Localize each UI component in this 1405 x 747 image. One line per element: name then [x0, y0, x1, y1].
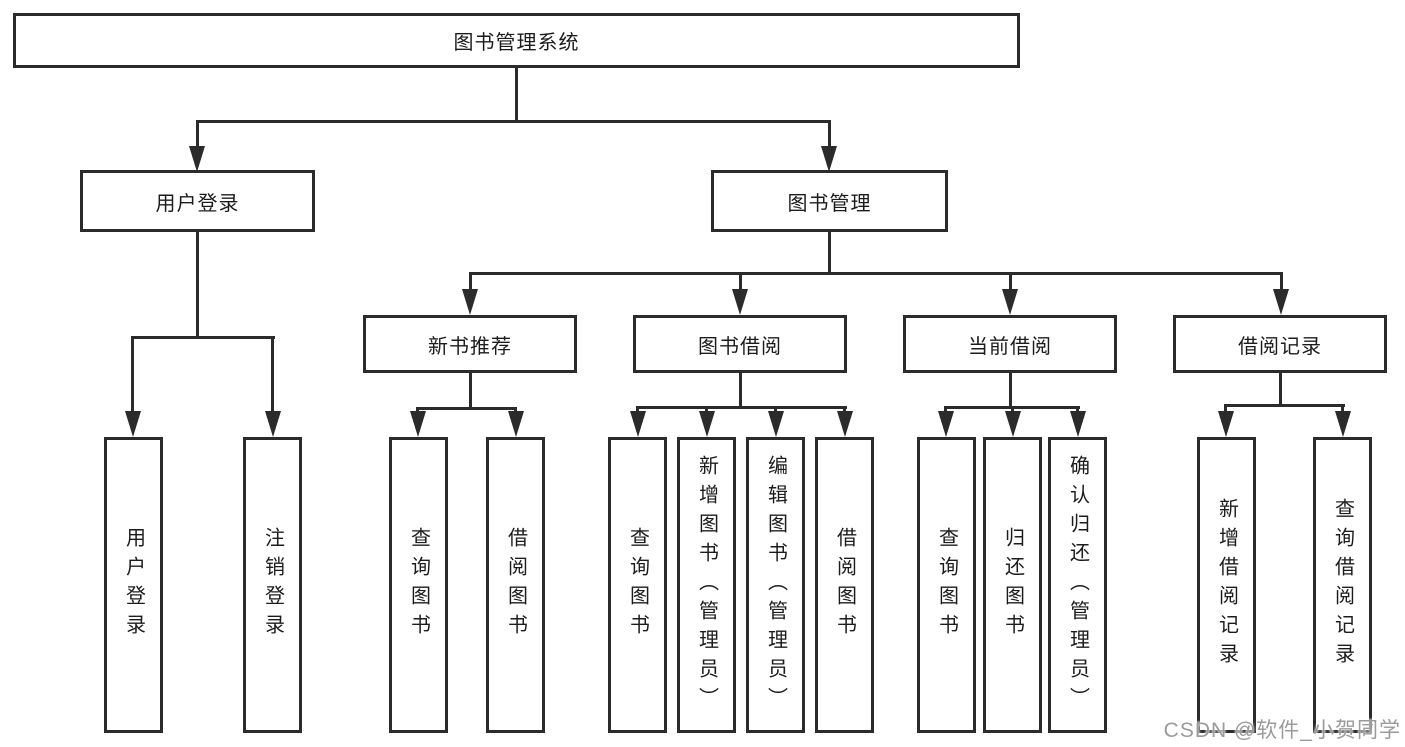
- node-user-login-group-label: 用户登录: [155, 192, 240, 215]
- node-query-borrow-record: 查询借阅记录: [1313, 437, 1372, 733]
- connector-to-user-login: [131, 336, 134, 414]
- connector-user-group-stem: [196, 232, 199, 338]
- node-new-book-recommend: 新书推荐: [363, 315, 577, 373]
- down-arrowhead-icon: [508, 411, 524, 437]
- node-query-books-newbooks-label: 查询图书: [407, 527, 430, 643]
- down-arrowhead-icon: [768, 411, 784, 437]
- watermark: CSDN @软件_小贺同学: [1163, 719, 1401, 742]
- connector-newbooks-rail: [417, 407, 517, 410]
- node-query-books-current: 查询图书: [917, 437, 976, 733]
- node-confirm-return-admin-label: 确认归还（管理员）: [1066, 454, 1089, 716]
- down-arrowhead-icon: [1002, 289, 1018, 315]
- connector-to-query-borrow-record: [1341, 404, 1344, 415]
- down-arrowhead-icon: [732, 289, 748, 315]
- connector-level3-rail: [469, 272, 1283, 275]
- down-arrowhead-icon: [1070, 411, 1086, 437]
- down-arrowhead-icon: [630, 411, 646, 437]
- node-query-borrow-record-label: 查询借阅记录: [1331, 498, 1354, 672]
- node-user-login-group: 用户登录: [80, 170, 315, 232]
- connector-to-borrow-records: [1280, 272, 1283, 292]
- down-arrowhead-icon: [462, 289, 478, 315]
- connector-to-add-books: [705, 406, 708, 415]
- down-arrowhead-icon: [1218, 411, 1234, 437]
- connector-user-group-rail: [132, 336, 275, 339]
- connector-level2-rail: [196, 120, 831, 123]
- connector-to-add-borrow-record: [1224, 404, 1227, 415]
- node-confirm-return-admin: 确认归还（管理员）: [1048, 437, 1107, 733]
- down-arrowhead-icon: [699, 411, 715, 437]
- down-arrowhead-icon: [1273, 289, 1289, 315]
- node-edit-books-admin: 编辑图书（管理员）: [746, 437, 805, 733]
- node-root-label: 图书管理系统: [453, 32, 580, 54]
- node-borrow-books-newbooks-label: 借阅图书: [504, 527, 527, 643]
- node-query-books-newbooks: 查询图书: [389, 437, 448, 733]
- node-add-books-admin-label: 新增图书（管理员）: [695, 454, 718, 716]
- down-arrowhead-icon: [265, 411, 281, 437]
- node-current-borrowing-label: 当前借阅: [968, 335, 1052, 358]
- connector-to-logout: [271, 336, 274, 414]
- connector-borrowing-stem: [739, 372, 742, 409]
- node-current-borrowing: 当前借阅: [903, 315, 1117, 373]
- connector-to-book-mgmt: [828, 120, 831, 149]
- node-query-books-borrowing-label: 查询图书: [626, 527, 649, 643]
- down-arrowhead-icon: [938, 411, 954, 437]
- node-user-login-label: 用户登录: [122, 527, 145, 643]
- node-borrow-books-newbooks: 借阅图书: [486, 437, 545, 733]
- node-borrow-records-label: 借阅记录: [1238, 335, 1322, 358]
- node-logout-label: 注销登录: [261, 527, 284, 643]
- connector-to-query-books-2: [636, 406, 639, 415]
- connector-mgmt-stem: [828, 232, 831, 275]
- down-arrowhead-icon: [189, 146, 205, 172]
- connector-current-stem: [1009, 372, 1012, 409]
- connector-to-user-login-group: [196, 120, 199, 149]
- connector-to-return-books: [1011, 406, 1014, 415]
- connector-root-stem: [515, 68, 518, 121]
- connector-to-confirm-return: [1076, 406, 1079, 415]
- connector-records-stem: [1279, 372, 1282, 407]
- node-user-login: 用户登录: [104, 437, 163, 733]
- connector-borrowing-rail: [637, 406, 847, 409]
- connector-to-book-borrowing: [739, 272, 742, 292]
- node-query-books-current-label: 查询图书: [935, 527, 958, 643]
- connector-to-query-books-3: [944, 406, 947, 415]
- down-arrowhead-icon: [125, 411, 141, 437]
- node-book-borrowing-label: 图书借阅: [698, 335, 782, 358]
- node-query-books-borrowing: 查询图书: [608, 437, 667, 733]
- connector-to-new-book-recommend: [469, 272, 472, 292]
- down-arrowhead-icon: [410, 411, 426, 437]
- node-return-books: 归还图书: [983, 437, 1042, 733]
- node-book-borrowing: 图书借阅: [633, 315, 847, 373]
- connector-records-rail: [1225, 404, 1345, 407]
- connector-to-current-borrowing: [1009, 272, 1012, 292]
- node-return-books-label: 归还图书: [1001, 527, 1024, 643]
- node-add-books-admin: 新增图书（管理员）: [677, 437, 736, 733]
- node-borrow-books-borrowing-label: 借阅图书: [833, 527, 856, 643]
- down-arrowhead-icon: [1005, 411, 1021, 437]
- node-borrow-books-borrowing: 借阅图书: [815, 437, 874, 733]
- connector-newbooks-stem: [469, 372, 472, 410]
- node-book-mgmt: 图书管理: [711, 170, 948, 232]
- down-arrowhead-icon: [837, 411, 853, 437]
- node-book-mgmt-label: 图书管理: [787, 192, 872, 215]
- connector-to-borrow-books-2: [843, 406, 846, 415]
- node-edit-books-admin-label: 编辑图书（管理员）: [764, 454, 787, 716]
- connector-to-edit-books: [774, 406, 777, 415]
- node-borrow-records: 借阅记录: [1173, 315, 1387, 373]
- node-new-book-recommend-label: 新书推荐: [428, 335, 512, 358]
- down-arrowhead-icon: [1335, 411, 1351, 437]
- down-arrowhead-icon: [821, 146, 837, 172]
- node-add-borrow-record: 新增借阅记录: [1197, 437, 1256, 733]
- node-logout: 注销登录: [243, 437, 302, 733]
- node-root: 图书管理系统: [13, 13, 1020, 68]
- node-add-borrow-record-label: 新增借阅记录: [1215, 498, 1238, 672]
